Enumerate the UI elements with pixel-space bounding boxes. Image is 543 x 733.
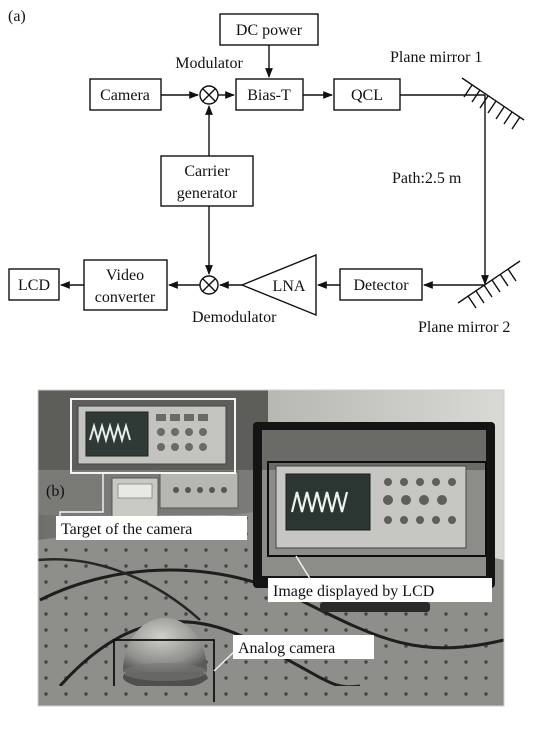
lcd-label: LCD xyxy=(18,277,50,294)
lna-amplifier xyxy=(240,253,317,317)
plane-mirror-1-label: Plane mirror 1 xyxy=(390,49,482,66)
callout-target: Target of the camera xyxy=(61,521,192,538)
panel-b-photo: (b) Target of the camera Image displayed… xyxy=(37,389,505,707)
carrier-generator-label-line2: generator xyxy=(177,185,238,202)
path-label: Path:2.5 m xyxy=(392,170,462,187)
carrier-generator-label-line1: Carrier xyxy=(184,163,230,180)
camera-label: Camera xyxy=(100,87,150,104)
detector-label: Detector xyxy=(353,277,409,294)
panel-a-tag: (a) xyxy=(8,8,26,25)
lcd-image-highlight-box xyxy=(267,461,487,557)
analog-camera xyxy=(123,618,207,689)
leader-lcd xyxy=(295,555,313,583)
demodulator-label: Demodulator xyxy=(192,309,277,326)
plane-mirror-1 xyxy=(461,77,525,130)
modulator-mixer xyxy=(199,85,219,105)
lcd-monitor xyxy=(253,422,495,612)
callout-analog-camera: Analog camera xyxy=(238,640,335,657)
target-highlight-box xyxy=(70,398,236,474)
plane-mirror-2-label: Plane mirror 2 xyxy=(418,319,510,336)
video-converter-label-line2: converter xyxy=(95,289,156,306)
demodulator-mixer xyxy=(199,275,219,295)
panel-a-block-diagram: (a) DC power Camera Modulator Bias-T QCL… xyxy=(8,8,525,336)
plane-mirror-2 xyxy=(457,260,521,309)
lna-label: LNA xyxy=(273,278,306,295)
qcl-label: QCL xyxy=(351,87,383,104)
dc-power-label: DC power xyxy=(236,22,303,39)
oscilloscope-target xyxy=(77,405,227,465)
lcd-block xyxy=(8,268,60,301)
video-converter-label-line1: Video xyxy=(106,267,144,284)
bias-t-label: Bias-T xyxy=(247,87,291,104)
panel-b-tag: (b) xyxy=(46,483,65,500)
callout-image-lcd: Image displayed by LCD xyxy=(273,583,434,600)
modulator-label: Modulator xyxy=(175,55,243,72)
carrier-generator-block xyxy=(160,155,254,207)
